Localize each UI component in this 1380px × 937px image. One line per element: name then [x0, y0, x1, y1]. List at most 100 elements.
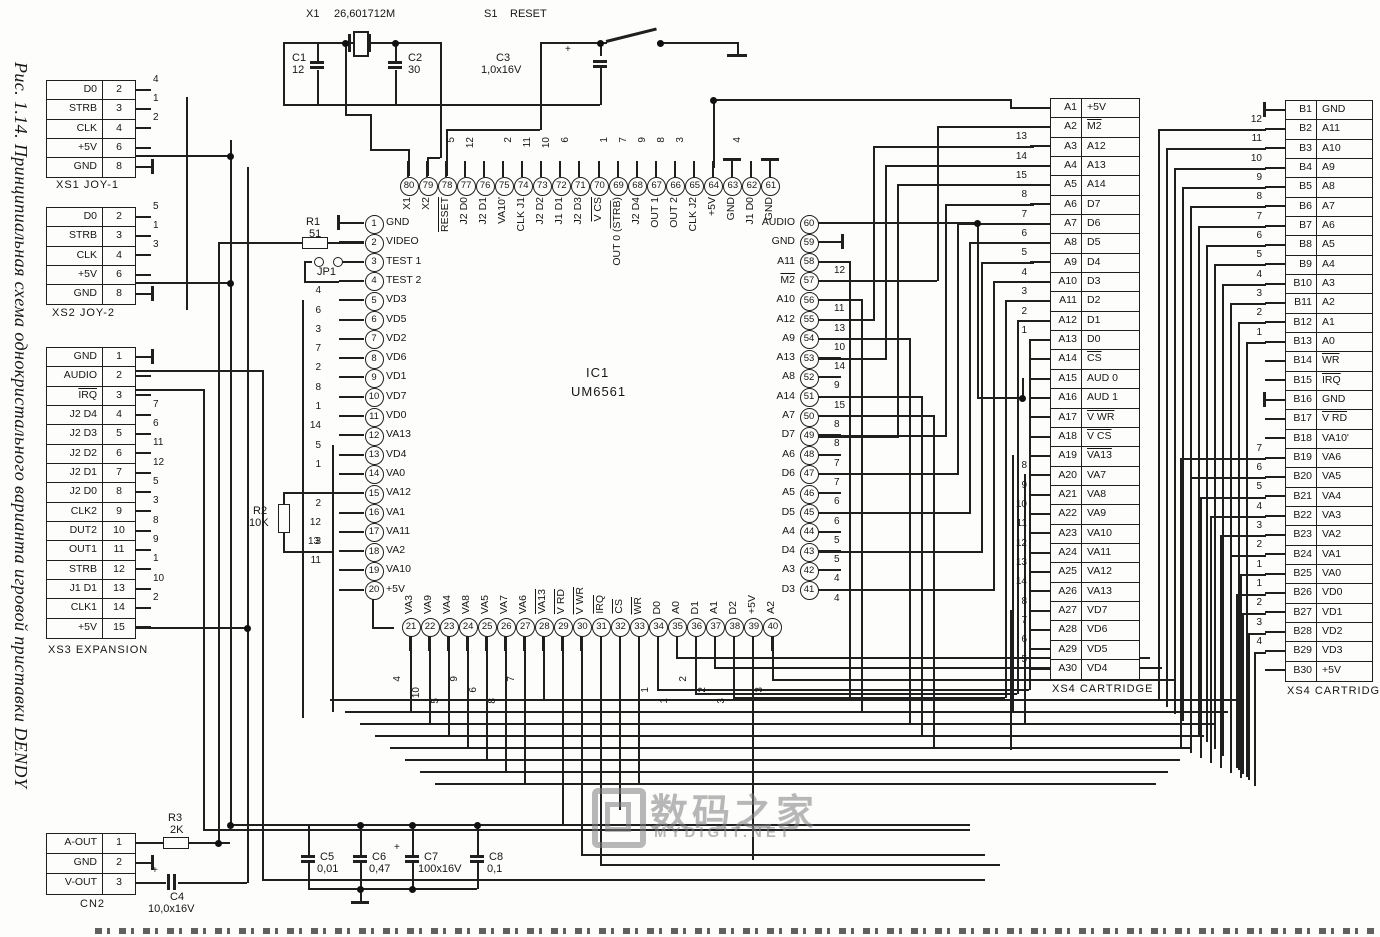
signal-name-cell: VD0	[1322, 586, 1343, 599]
wire	[369, 42, 440, 44]
wire	[937, 126, 1034, 128]
pin-circle: 53	[799, 349, 819, 369]
capacitor-icon	[310, 66, 324, 69]
jp1-ref: JP1	[317, 266, 336, 278]
pin-wire	[817, 376, 841, 379]
signal-name-cell: CLK1	[47, 599, 103, 618]
pin-circle: 78	[437, 176, 457, 196]
pin-id-cell: A22	[1051, 505, 1082, 524]
wire-number: 9	[1021, 479, 1027, 491]
pin-number-cell: 8	[116, 485, 122, 498]
pin-wire	[616, 161, 619, 177]
pin-circle: 60	[799, 214, 819, 234]
wire	[817, 358, 887, 360]
signal-name-cell: CLK	[47, 246, 103, 265]
pin-circle: 61	[761, 176, 781, 196]
capacitor-icon	[405, 855, 419, 858]
pin-label: GND	[724, 197, 737, 221]
wire	[1242, 613, 1266, 615]
wire	[1022, 378, 1024, 398]
pin-wire	[1030, 590, 1050, 593]
pin-circle: 8	[364, 349, 384, 369]
wire	[345, 711, 1228, 713]
signal-name-cell: M2	[1087, 120, 1102, 133]
pin-number-cell: 7	[116, 465, 122, 478]
connector-row: A1+5V	[1051, 99, 1139, 119]
pin-wire	[339, 357, 364, 360]
signal-name-cell: VA8	[1087, 487, 1107, 500]
signal-name-cell: D0	[47, 208, 103, 227]
pin-id-cell: B15	[1286, 371, 1317, 390]
pin-circle: 13	[364, 446, 384, 466]
wire	[304, 261, 306, 282]
pin-wire	[1265, 205, 1285, 208]
wire	[638, 635, 640, 784]
pin-number-cell: 15	[113, 620, 125, 633]
signal-name-cell: OUT1	[47, 541, 103, 560]
wire-number: 5	[1256, 481, 1262, 493]
c8-value: 0,1	[487, 863, 503, 875]
pin-label: A9	[782, 331, 795, 344]
pin-number-cell: 5	[116, 427, 122, 440]
pin-id-cell: B7	[1286, 216, 1317, 236]
wire	[360, 824, 362, 855]
junction-dot	[244, 625, 251, 632]
junction-dot	[227, 153, 234, 160]
wire	[1200, 497, 1266, 499]
signal-name-cell: A3	[1322, 276, 1335, 289]
c4-ref: C4	[170, 891, 185, 903]
wire-number: 7	[1256, 442, 1262, 454]
wire-number: 6	[1256, 461, 1262, 473]
wire	[262, 879, 985, 881]
signal-name-cell: VA0	[1322, 566, 1342, 579]
pin-circle: 33	[630, 617, 650, 637]
pin-wire	[1265, 108, 1285, 111]
pin-number-cell: 6	[116, 267, 122, 280]
signal-name-cell: VA11	[1087, 545, 1112, 558]
switch-icon	[605, 27, 657, 43]
wire	[186, 97, 188, 310]
signal-name-cell: VA2	[1322, 528, 1342, 541]
wire	[1012, 455, 1014, 712]
x1-ref: X1	[306, 8, 320, 20]
pin-circle: 32	[611, 617, 631, 637]
junction-dot	[357, 822, 364, 829]
signal-name-cell: +5V	[1087, 101, 1106, 113]
wire	[218, 242, 302, 244]
pin-circle: 56	[799, 291, 819, 311]
pin-number-cell: 3	[116, 229, 122, 242]
wire	[1214, 264, 1266, 266]
pin-label: VA11	[386, 524, 411, 537]
wire	[1005, 300, 1007, 698]
wire	[1029, 339, 1031, 690]
pin-id-cell: B25	[1286, 564, 1317, 584]
wire	[1198, 226, 1266, 228]
signal-name-cell: V WR	[1087, 410, 1115, 423]
pin-wire	[136, 234, 151, 237]
wire	[817, 551, 983, 553]
pin-label: VA7	[498, 594, 511, 614]
signal-name-cell: WR	[1322, 354, 1340, 367]
wire-number: 11	[310, 555, 321, 567]
junction-dot	[215, 840, 222, 847]
wire	[345, 114, 370, 116]
pin-circle: 45	[799, 504, 819, 523]
c3-value: 1,0x16V	[481, 64, 522, 76]
crystal-icon	[368, 34, 371, 52]
wire-number: 3	[1021, 286, 1027, 298]
wire-number: 2	[1256, 307, 1262, 319]
wire	[317, 42, 319, 61]
r1-ref: R1	[306, 216, 321, 228]
pin-wire	[1265, 379, 1285, 382]
wire	[873, 147, 875, 321]
